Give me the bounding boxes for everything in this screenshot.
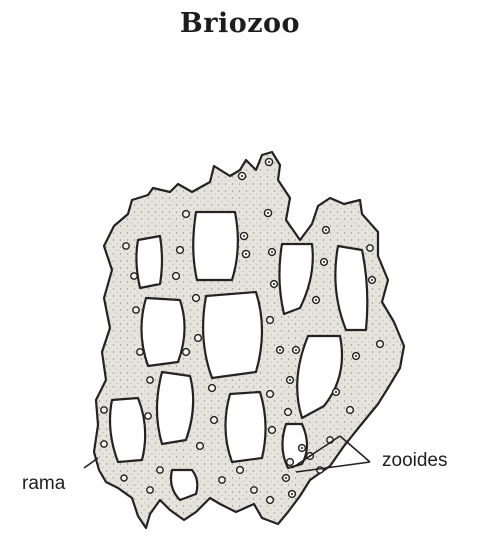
rama-leader-line — [84, 458, 98, 468]
zooides-label: zooides — [382, 450, 448, 472]
colony-texture — [94, 152, 404, 528]
rama-label: rama — [22, 473, 65, 495]
